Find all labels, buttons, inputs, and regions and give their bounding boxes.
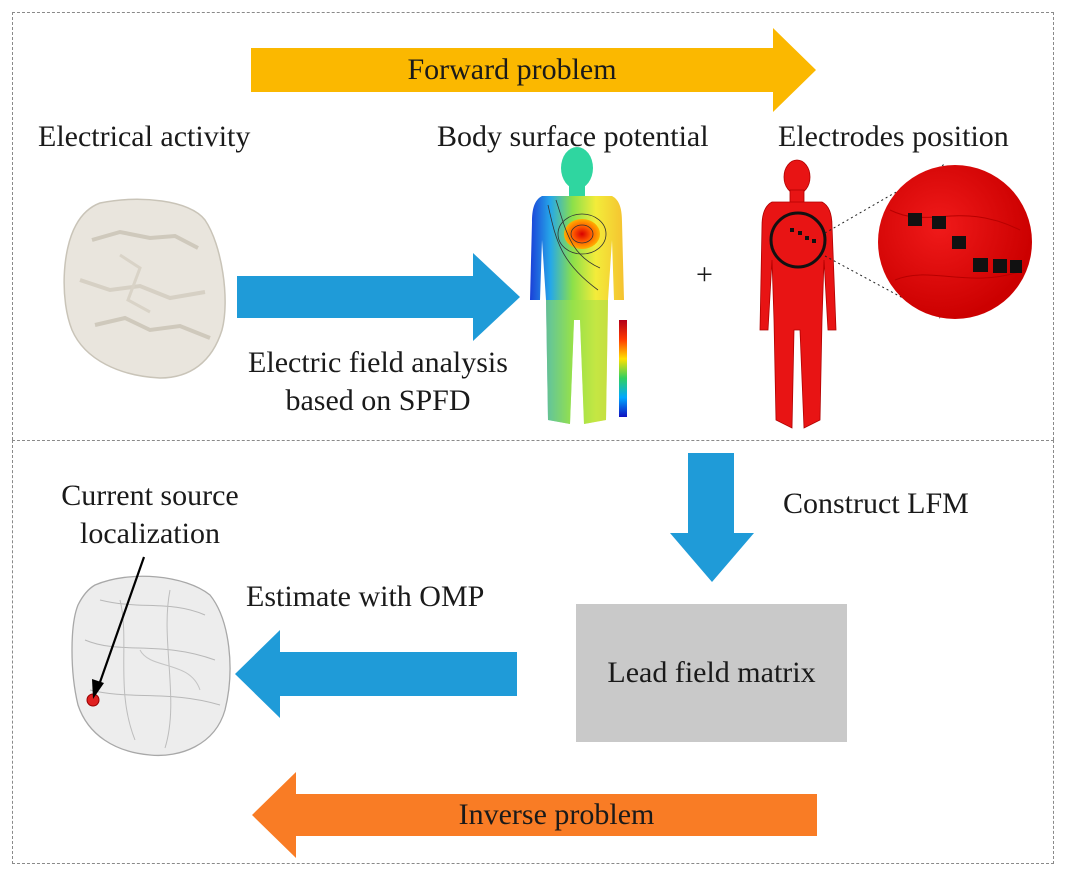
electrode-region-circle <box>769 211 827 269</box>
body-surface-potential-icon <box>530 147 624 424</box>
forward-section-frame <box>12 12 1054 440</box>
transparent-heart-icon <box>71 575 231 757</box>
inverse-problem-label: Inverse problem <box>458 798 655 831</box>
current-source-line1: Current source <box>61 479 239 512</box>
inverse-section-frame <box>12 440 1054 864</box>
electric-field-analysis-line1: Electric field analysis <box>248 346 508 379</box>
inverse-arrow <box>252 772 817 858</box>
plus-sign: + <box>696 258 713 291</box>
estimate-omp-label: Estimate with OMP <box>246 580 485 613</box>
potential-color-scale <box>619 320 627 417</box>
lead-field-matrix-label: Lead field matrix <box>607 656 816 689</box>
forward-problem-label: Forward problem <box>407 53 617 86</box>
current-source-line2: localization <box>80 517 220 550</box>
heart-model-icon <box>63 198 226 379</box>
electric-field-arrow <box>237 253 520 341</box>
construct-lfm-label: Construct LFM <box>783 487 969 520</box>
forward-arrow <box>251 28 816 112</box>
electrode-zoom-icon <box>878 165 1032 319</box>
pointer-arrow-icon <box>92 556 146 699</box>
body-surface-potential-label: Body surface potential <box>437 120 709 153</box>
lead-field-matrix-box: Lead field matrix <box>576 604 847 742</box>
construct-lfm-arrow <box>670 453 754 582</box>
estimate-omp-arrow <box>235 630 517 718</box>
electric-field-analysis-line2: based on SPFD <box>285 384 471 417</box>
electrical-activity-label: Electrical activity <box>38 120 251 153</box>
electrodes-position-label: Electrodes position <box>778 120 1009 153</box>
electrode-body-icon <box>759 159 837 429</box>
